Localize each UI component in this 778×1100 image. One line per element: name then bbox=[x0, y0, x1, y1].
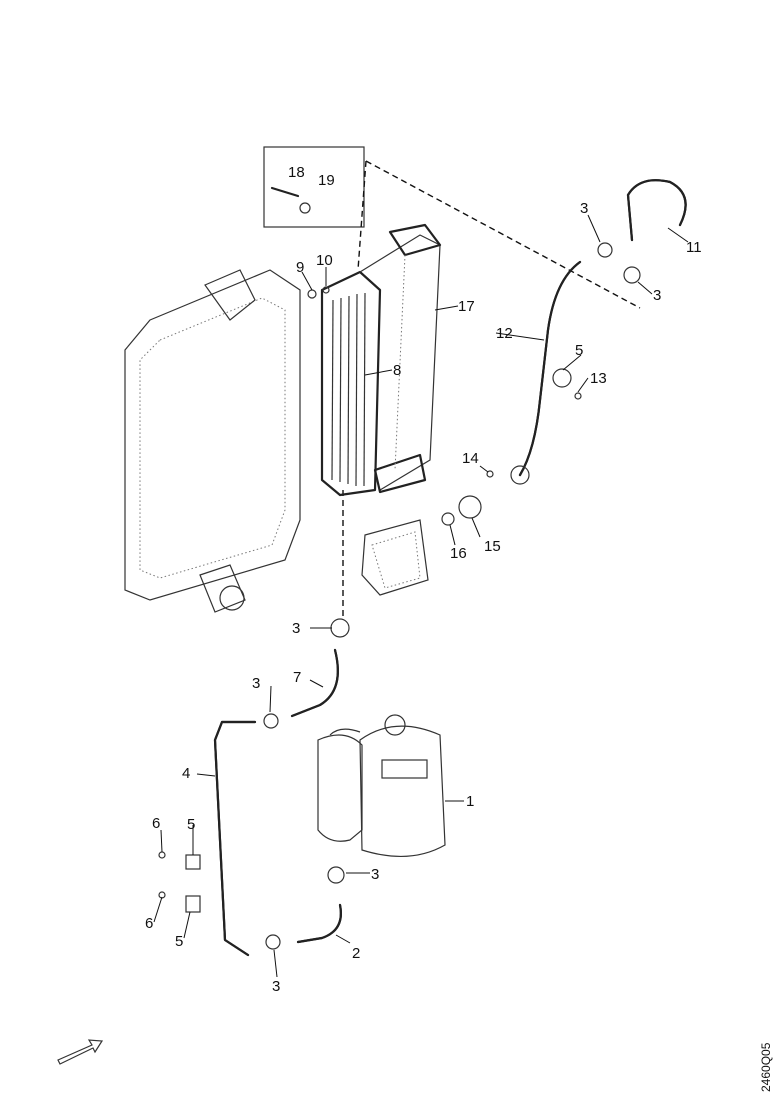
fasteners bbox=[158, 286, 582, 899]
callout-9: 9 bbox=[296, 259, 304, 276]
callout-17: 17 bbox=[458, 298, 475, 315]
callout-5-lower: 5 bbox=[175, 933, 183, 950]
callout-3-tank: 3 bbox=[371, 866, 379, 883]
alignment-lines bbox=[342, 160, 641, 620]
callout-3-top: 3 bbox=[580, 200, 588, 217]
orientation-arrow-icon bbox=[57, 1039, 104, 1065]
lower-hose-7 bbox=[263, 618, 350, 729]
callout-8: 8 bbox=[393, 362, 401, 379]
callout-3-mid: 3 bbox=[292, 620, 300, 637]
leader-lines bbox=[153, 214, 689, 978]
thermostat-housing bbox=[361, 495, 482, 596]
lower-hose-2 bbox=[265, 866, 345, 950]
tube-4 bbox=[185, 720, 257, 957]
callout-3-upper-left: 3 bbox=[252, 675, 260, 692]
callout-10: 10 bbox=[316, 252, 333, 269]
callout-3-bottom: 3 bbox=[272, 978, 280, 995]
callout-6-lower: 6 bbox=[145, 915, 153, 932]
upper-hose-assembly bbox=[510, 179, 687, 485]
callout-12: 12 bbox=[496, 325, 513, 342]
callout-15: 15 bbox=[484, 538, 501, 555]
callout-2: 2 bbox=[352, 945, 360, 962]
detail-inset bbox=[263, 146, 365, 228]
callout-6-upper: 6 bbox=[152, 815, 160, 832]
callout-13: 13 bbox=[590, 370, 607, 387]
callout-1: 1 bbox=[466, 793, 474, 810]
callout-16: 16 bbox=[450, 545, 467, 562]
callout-14: 14 bbox=[462, 450, 479, 467]
callout-18: 18 bbox=[288, 164, 305, 181]
callout-3-right: 3 bbox=[653, 287, 661, 304]
callout-5-upper: 5 bbox=[187, 816, 195, 833]
coolant-tank bbox=[317, 714, 446, 857]
callout-19: 19 bbox=[318, 172, 335, 189]
radiator-frame bbox=[124, 269, 301, 613]
figure-reference: 2460Q05 bbox=[759, 1042, 773, 1092]
callout-4: 4 bbox=[182, 765, 190, 782]
charge-air-cooler bbox=[320, 270, 382, 497]
callout-5-right: 5 bbox=[575, 342, 583, 359]
callout-11: 11 bbox=[686, 239, 702, 256]
cooler-bracket bbox=[359, 223, 442, 494]
callout-7: 7 bbox=[293, 669, 301, 686]
